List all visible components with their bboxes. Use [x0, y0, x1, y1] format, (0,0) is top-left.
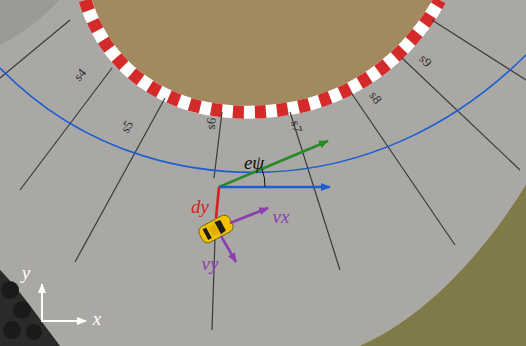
axis-label: y: [22, 263, 30, 282]
heading-error-label: eψ: [244, 153, 264, 172]
section-label: s7: [289, 119, 305, 134]
axis-label: x: [93, 309, 101, 328]
lateral-offset-label: dy: [191, 197, 209, 216]
velocity-label: vx: [273, 207, 290, 226]
section-label: s6: [204, 117, 218, 130]
velocity-label: vy: [202, 254, 219, 273]
